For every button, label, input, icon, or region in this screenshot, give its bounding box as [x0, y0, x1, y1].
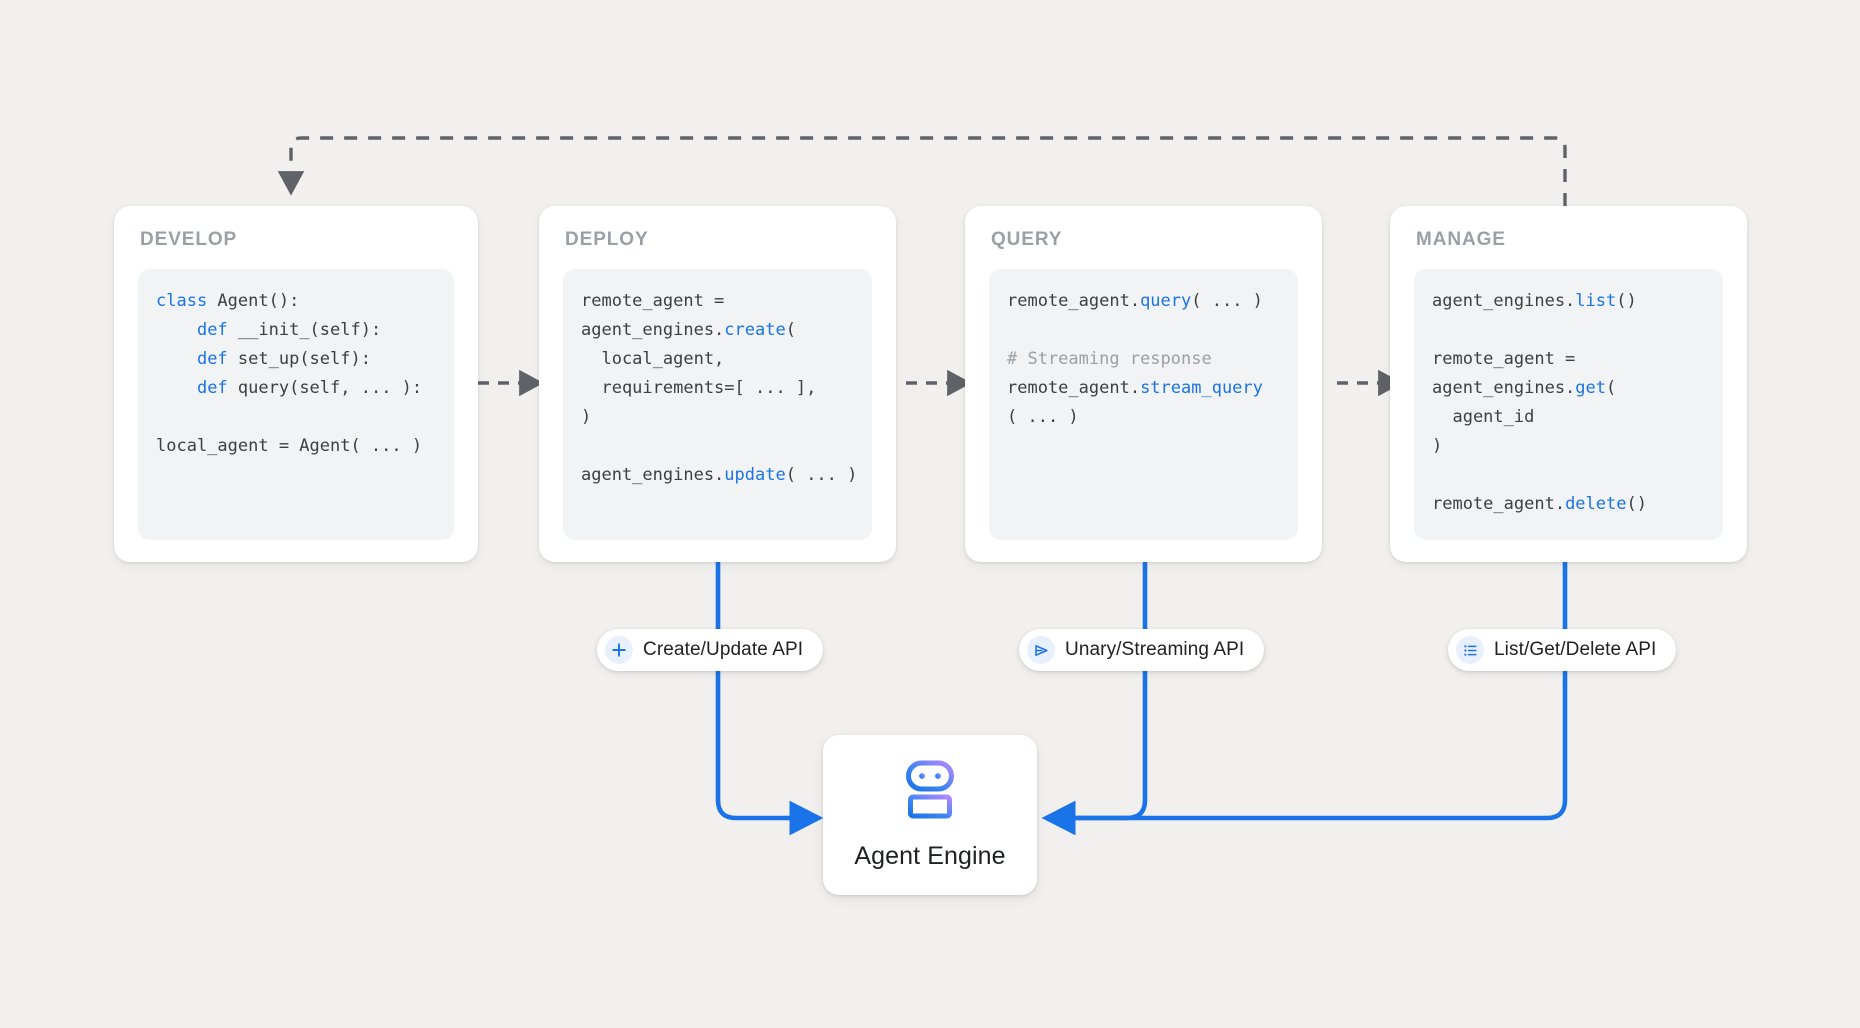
feedback-loop-connector: [277, 136, 1567, 206]
stage-code-deploy: remote_agent = agent_engines.create( loc…: [563, 269, 872, 540]
send-icon: [1027, 636, 1055, 664]
stage-card-develop[interactable]: DEVELOP class Agent(): def __init_(self)…: [114, 206, 478, 562]
stage-code-query: remote_agent.query( ... ) # Streaming re…: [989, 269, 1298, 540]
stage-code-manage: agent_engines.list() remote_agent = agen…: [1414, 269, 1723, 540]
agent-engine-node[interactable]: Agent Engine: [823, 735, 1037, 895]
robot-icon: [898, 759, 962, 826]
api-pill-label-list-get-delete: List/Get/Delete API: [1494, 639, 1657, 660]
stage-card-deploy[interactable]: DEPLOY remote_agent = agent_engines.crea…: [539, 206, 896, 562]
api-pill-label-create-update: Create/Update API: [643, 639, 804, 660]
stage-card-manage[interactable]: MANAGE agent_engines.list() remote_agent…: [1390, 206, 1747, 562]
api-pill-label-unary-streaming: Unary/Streaming API: [1065, 639, 1245, 660]
stage-title-deploy: DEPLOY: [565, 229, 649, 250]
stage-title-query: QUERY: [991, 229, 1063, 250]
stage-title-develop: DEVELOP: [140, 229, 238, 250]
deploy-to-engine-connector: [715, 562, 824, 836]
manage-to-engine-connector: [1060, 562, 1568, 821]
agent-engine-label: Agent Engine: [854, 842, 1006, 870]
plus-icon: [605, 636, 633, 664]
api-pill-create-update[interactable]: Create/Update API: [597, 629, 824, 671]
stage-code-develop: class Agent(): def __init_(self): def se…: [138, 269, 454, 540]
api-pill-list-get-delete[interactable]: List/Get/Delete API: [1448, 629, 1677, 671]
api-pill-unary-streaming[interactable]: Unary/Streaming API: [1019, 629, 1265, 671]
stage-card-query[interactable]: QUERY remote_agent.query( ... ) # Stream…: [965, 206, 1322, 562]
query-to-engine-connector: [1041, 562, 1148, 836]
stage-title-manage: MANAGE: [1416, 229, 1506, 250]
list-icon: [1456, 636, 1484, 664]
